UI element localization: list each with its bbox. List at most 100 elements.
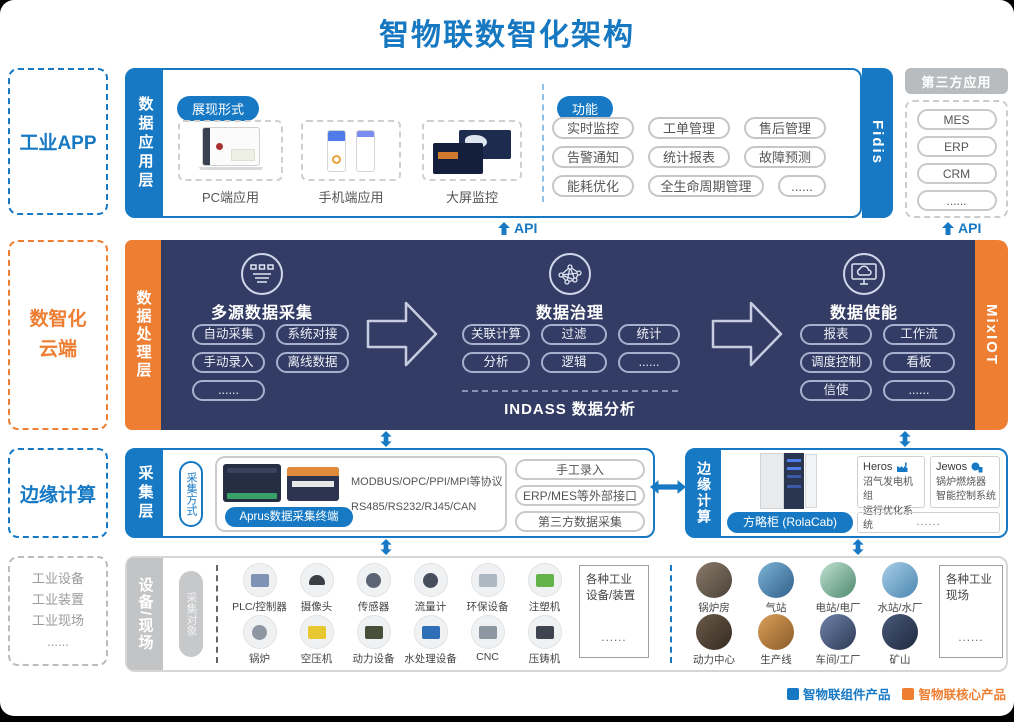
- device-label: 压铸机: [528, 653, 561, 665]
- box-line: 各种工业: [946, 574, 992, 586]
- device-cell: CNC: [459, 615, 516, 663]
- site-cell: 矿山: [869, 614, 931, 667]
- rail-label: 边缘计算: [19, 484, 96, 506]
- more-products: ......: [857, 512, 1000, 533]
- device-cell: PLC/控制器: [231, 563, 288, 614]
- device-label: 锅炉: [249, 653, 270, 665]
- pill: 手工录入: [515, 459, 645, 480]
- function-pill: 全生命周期管理: [648, 175, 764, 197]
- legend-component: 智物联组件产品: [786, 684, 891, 703]
- site-label: 动力中心: [693, 654, 735, 666]
- jewos-product: Jewos 锅炉燃烧器 智能控制系统: [930, 456, 1000, 508]
- api-connector: API: [498, 220, 537, 236]
- function-pill: 售后管理: [744, 117, 826, 139]
- plc-icon: [242, 563, 277, 597]
- function-pill-grid: 实时监控 工单管理 售后管理 告警通知 统计报表 故障预测 能耗优化 全生命周期…: [552, 117, 826, 197]
- page-title: 智物联数智化架构: [379, 19, 635, 52]
- heros-product: Heros 沼气发电机组 运行优化系统: [857, 456, 925, 531]
- site-label: 矿山: [889, 654, 911, 666]
- device-cell: 传感器: [345, 563, 402, 614]
- camera-icon: [299, 563, 334, 597]
- site-label: 电站/电厂: [815, 602, 861, 614]
- group-title: 数据使能: [829, 305, 898, 322]
- governance-pill-grid: 关联计算 过滤 统计 分析 逻辑 ......: [462, 324, 680, 373]
- divider: [216, 565, 218, 663]
- rail-industrial-site: 工业设备 工业装置 工业现场 ......: [8, 556, 108, 666]
- device-label: 水处理设备: [404, 653, 457, 665]
- edge-computing-box: 边缘计算 方略柜 (RolaCab) Heros 沼气发电机组 运行优化系统 J…: [685, 448, 1008, 538]
- shot-label: 大屏监控: [445, 190, 498, 205]
- boiler-icon: [242, 615, 277, 649]
- legend-swatch-orange: [902, 687, 915, 700]
- data-enable-icon: [843, 253, 885, 295]
- aprus-devices-illustration: [223, 462, 347, 504]
- pill: 信使: [800, 380, 872, 401]
- box-line: 现场: [946, 589, 969, 602]
- device-label: CNC: [476, 651, 499, 663]
- shot-label: 手机端应用: [318, 190, 384, 205]
- rail-label: ......: [47, 633, 69, 649]
- rail-label: 工业现场: [31, 613, 84, 628]
- product-line: 运行优化系统: [863, 505, 913, 532]
- site-label: 锅炉房: [698, 602, 730, 614]
- device-label: PLC/控制器: [232, 601, 287, 613]
- function-pill: 实时监控: [552, 117, 634, 139]
- power-center-photo: [696, 614, 732, 650]
- function-pill: ......: [778, 175, 826, 197]
- env-equipment-icon: [470, 563, 505, 597]
- layer-sidebar: 设备/现场: [127, 558, 163, 670]
- device-cell: 水处理设备: [402, 615, 459, 666]
- phones-illustration: [303, 130, 399, 172]
- water-plant-photo: [882, 562, 918, 598]
- big-screen-image: [422, 120, 522, 181]
- third-party-item: ERP: [916, 136, 997, 157]
- legend-label: 智物联组件产品: [802, 688, 891, 702]
- device-label: 环保设备: [466, 601, 509, 613]
- product-name: Heros: [863, 461, 893, 473]
- pill: 工作流: [883, 324, 955, 345]
- power-plant-photo: [820, 562, 856, 598]
- pill: 报表: [800, 324, 872, 345]
- device-label: 空压机: [300, 653, 333, 665]
- laptop-illustration: [198, 127, 263, 175]
- data-governance-icon: [549, 253, 591, 295]
- device-label: 流量计: [414, 601, 447, 613]
- dashboard-illustration: [429, 128, 515, 176]
- legend-swatch-blue: [786, 687, 799, 700]
- pill: ......: [192, 380, 265, 401]
- collect-pill-grid: 自动采集 系统对接 手动录入 离线数据 ......: [192, 324, 349, 401]
- pill: 第三方数据采集: [515, 511, 645, 532]
- indass-label: INDASS 数据分析: [504, 401, 636, 418]
- site-cell: 电站/电厂: [807, 562, 869, 615]
- pill: 系统对接: [276, 324, 349, 345]
- site-label: 气站: [765, 602, 787, 614]
- cabinet-illustration: [760, 453, 818, 511]
- fidis-tab: Fidis: [862, 68, 893, 218]
- device-cell: 环保设备: [459, 563, 516, 614]
- device-cell: 注塑机: [516, 563, 573, 614]
- aprus-terminal-label: Aprus数据采集终端: [225, 507, 353, 527]
- mixiot-tab: MixIOT: [975, 240, 1008, 430]
- rail-label: 工业装置: [31, 592, 84, 608]
- device-label: 摄像头: [300, 601, 333, 613]
- site-label: 车间/工厂: [815, 654, 861, 666]
- divider: [670, 565, 672, 663]
- link-arrow-icon: [899, 431, 911, 447]
- site-label: 生产线: [760, 654, 792, 666]
- mobile-app-image: [301, 120, 401, 181]
- multi-source-collect-icon: [241, 253, 283, 295]
- legend-core: 智物联核心产品: [902, 684, 1006, 703]
- rail-cloud: 数智化 云端: [8, 240, 108, 430]
- device-label: 传感器: [357, 601, 390, 613]
- pill: 自动采集: [192, 324, 265, 345]
- production-line-photo: [758, 614, 794, 650]
- cnc-icon: [470, 615, 505, 649]
- rail-edge-computing: 边缘计算: [8, 448, 108, 538]
- link-arrow-icon: [380, 539, 392, 555]
- pill: 分析: [462, 352, 530, 373]
- sensor-icon: [356, 563, 391, 597]
- function-pill: 告警通知: [552, 146, 634, 168]
- layer-sidebar: 数据处理层: [125, 240, 161, 430]
- group-title: 数据治理: [535, 305, 604, 322]
- injection-molding-icon: [527, 563, 562, 597]
